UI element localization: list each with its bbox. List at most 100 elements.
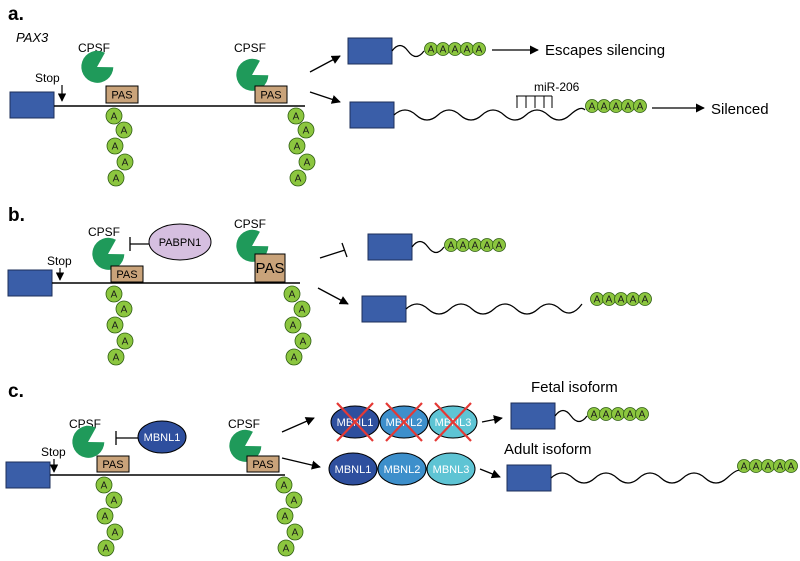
pas-label: PAS	[116, 269, 137, 281]
poly-a-tail: A A A A A	[287, 107, 316, 187]
pas-box	[254, 85, 288, 104]
mbnl1-protein	[137, 420, 187, 454]
poly-a-bead	[289, 169, 307, 187]
exon	[510, 402, 556, 430]
poly-a-bead-label: A	[282, 512, 289, 523]
poly-a-tail: A A A A A	[444, 238, 506, 252]
exon	[506, 464, 552, 492]
poly-a-bead-label: A	[428, 45, 435, 56]
pas-label: PAS	[256, 260, 285, 277]
panel-b: b. Stop CPSF PAS PABPN1 A A A A A CPSF P…	[7, 205, 652, 366]
panel-a-label: a.	[8, 4, 24, 25]
pas-label: PAS	[252, 459, 273, 471]
poly-a-bead-label: A	[300, 337, 307, 348]
poly-a-bead	[287, 107, 305, 125]
poly-a-bead-label: A	[606, 295, 613, 306]
cpsf-label: CPSF	[78, 41, 110, 55]
poly-a-bead-label: A	[472, 241, 479, 252]
poly-a-bead-label: A	[294, 142, 301, 153]
poly-a-bead-label: A	[777, 462, 784, 473]
panel-a: a. PAX3 Stop CPSF PAS A A A A A CPSF PAS…	[8, 4, 769, 187]
poly-a-bead-label: A	[281, 481, 288, 492]
poly-a-bead-label: A	[290, 321, 297, 332]
poly-a-bead	[638, 292, 652, 306]
panel-c-label: c.	[8, 381, 24, 402]
silenced-label: Silenced	[711, 101, 769, 118]
poly-a-tail: A A A A A	[283, 285, 312, 366]
cpsf-icon	[236, 58, 269, 91]
mbnl1-label: MBNL1	[144, 432, 181, 444]
pas-box	[110, 265, 144, 283]
poly-a-bead-label: A	[476, 45, 483, 56]
poly-a-bead-label: A	[112, 528, 119, 539]
poly-a-bead-label: A	[765, 462, 772, 473]
poly-a-bead-label: A	[613, 102, 620, 113]
poly-a-bead	[105, 285, 123, 303]
poly-a-bead	[288, 137, 306, 155]
pas-label: PAS	[111, 90, 132, 102]
poly-a-bead-label: A	[112, 321, 119, 332]
poly-a-bead-label: A	[589, 102, 596, 113]
utr-line	[391, 44, 425, 58]
poly-a-bead	[277, 539, 295, 557]
poly-a-bead-label: A	[440, 45, 447, 56]
pabpn1-protein	[148, 223, 212, 261]
poly-a-bead	[116, 332, 134, 350]
result-arrow	[479, 468, 501, 479]
utr-line	[411, 240, 445, 254]
mbnl-label: MBNL2	[384, 464, 421, 476]
panel-c: c. Stop CPSF PAS MBNL1 A A A A A CPSF PA…	[5, 379, 798, 557]
blocked-bar	[341, 242, 348, 258]
poly-a-bead-label: A	[121, 305, 128, 316]
poly-a-tail: A A A A A	[105, 285, 134, 366]
outcome-arrow	[309, 91, 341, 104]
poly-a-bead-label: A	[594, 295, 601, 306]
poly-a-bead-label: A	[122, 158, 129, 169]
poly-a-bead	[107, 169, 125, 187]
cpsf-icon	[72, 425, 105, 458]
poly-a-bead-label: A	[625, 102, 632, 113]
utr-line	[554, 409, 588, 423]
mbnl-label: MBNL3	[433, 464, 470, 476]
poly-a-bead	[107, 348, 125, 366]
mbnl2-protein	[377, 452, 427, 486]
poly-a-bead	[275, 476, 293, 494]
poly-a-bead	[276, 507, 294, 525]
poly-a-bead	[633, 99, 647, 113]
poly-a-bead-label: A	[630, 295, 637, 306]
poly-a-bead	[784, 459, 798, 473]
poly-a-bead-label: A	[295, 174, 302, 185]
cpsf-icon	[229, 429, 262, 462]
pas-box	[105, 85, 139, 104]
poly-a-bead	[115, 300, 133, 318]
outcome-arrow	[309, 55, 341, 73]
poly-a-bead-label: A	[452, 45, 459, 56]
utr-line	[393, 107, 586, 121]
result-arrow	[481, 415, 503, 425]
poly-a-bead	[106, 523, 124, 541]
poly-a-tail: A A A A A	[424, 42, 486, 56]
outcome-arrow	[317, 287, 349, 305]
exon	[347, 37, 393, 65]
poly-a-bead-label: A	[111, 290, 118, 301]
poly-a-bead	[286, 523, 304, 541]
pas-box-large	[254, 253, 286, 283]
poly-a-bead-label: A	[637, 102, 644, 113]
poly-a-bead-label: A	[642, 295, 649, 306]
poly-a-bead-label: A	[291, 353, 298, 364]
poly-a-bead-label: A	[121, 126, 128, 137]
utr-line	[405, 303, 583, 315]
poly-a-bead-label: A	[627, 410, 634, 421]
poly-a-bead-label: A	[448, 241, 455, 252]
outcome-arrow	[281, 457, 321, 470]
poly-a-bead-label: A	[122, 337, 129, 348]
poly-a-bead	[105, 491, 123, 509]
poly-a-tail: A A A A A	[275, 476, 304, 557]
outcome-arrow	[281, 417, 315, 433]
mbnl3-protein	[426, 452, 476, 486]
poly-a-bead	[106, 137, 124, 155]
poly-a-bead	[293, 300, 311, 318]
poly-a-tail: A A A A A	[590, 292, 652, 306]
adult-isoform-label: Adult isoform	[504, 441, 592, 458]
